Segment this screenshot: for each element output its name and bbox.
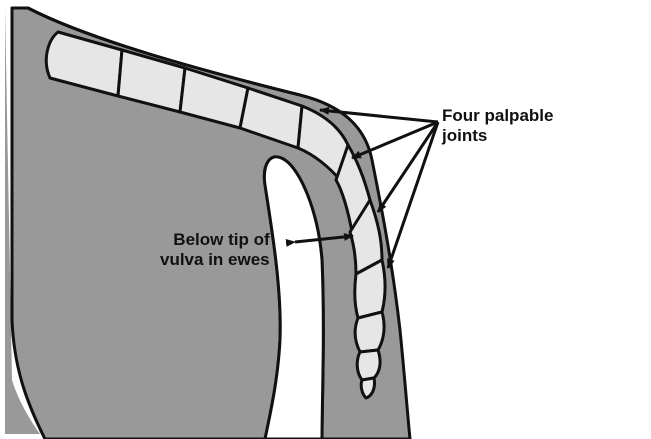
vulva-label-line2: vulva in ewes: [160, 250, 270, 270]
joints-label-line1: Four palpable: [442, 106, 553, 126]
vulva-label-line1: Below tip of: [160, 230, 270, 250]
below-vulva-label: Below tip of vulva in ewes: [160, 230, 270, 270]
joint-arrow-4: [388, 122, 438, 268]
vertebra-9: [355, 312, 384, 352]
vertebra-10: [357, 350, 380, 380]
four-palpable-joints-label: Four palpable joints: [442, 106, 553, 146]
joints-label-line2: joints: [442, 126, 553, 146]
